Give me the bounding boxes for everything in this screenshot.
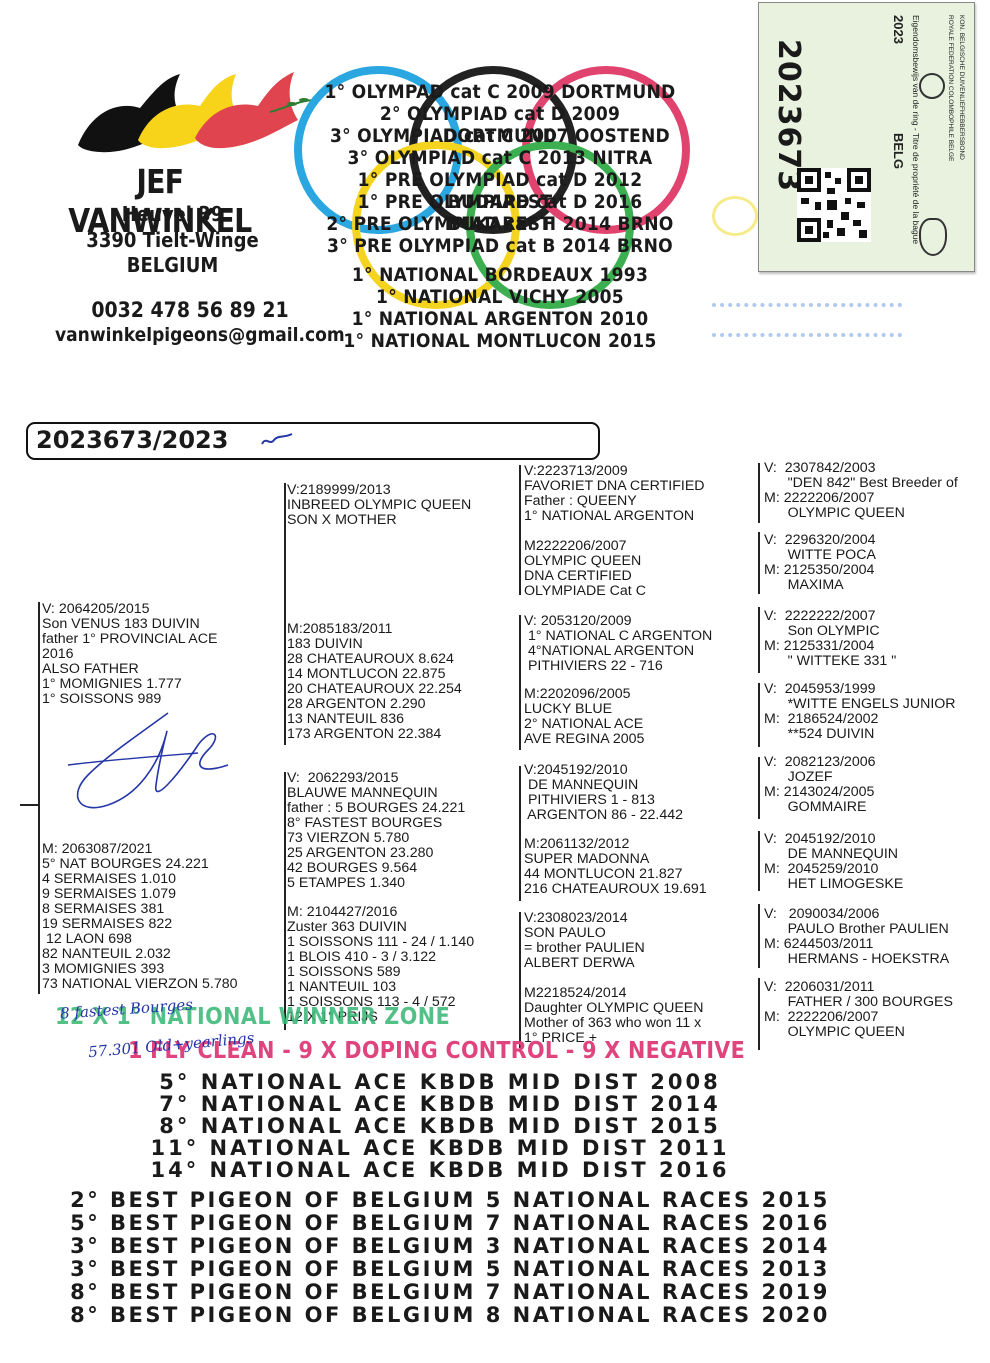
achievement-line: 1° NATIONAL ARGENTON 2010 — [351, 308, 649, 330]
handwritten-signature — [67, 712, 229, 809]
national-ace-line: 5° NATIONAL ACE KBDB MID DIST 2008 — [159, 1070, 721, 1094]
pedigree-gen4: V: 2090034/2006 PAULO Brother PAULIEN M:… — [764, 906, 950, 967]
pedigree-gen3: M:2061132/2012 SUPER MADONNA 44 MONTLUCO… — [524, 836, 707, 897]
gen4-bracket — [758, 831, 760, 891]
achievement-line: 1° PRE OLYMPIAD cat D 2012 BUDAPEST — [357, 169, 643, 213]
pedigree-gen4: V: 2307842/2003 "DEN 842" Best Breeder o… — [764, 460, 958, 521]
red-dove-icon — [195, 72, 298, 149]
pedigree-gen3: V:2045192/2010 DE MANNEQUIN PITHIVIERS 1… — [524, 762, 684, 823]
pedigree-gen2: V: 2062293/2015 BLAUWE MANNEQUIN father … — [287, 770, 466, 891]
gen4-bracket — [758, 607, 760, 673]
winner-zone-banner: 12 X 1° NATIONAL WINNER ZONE — [55, 1004, 451, 1030]
ring-caption: Eigendomsbewijs van de ring - Titre de p… — [911, 15, 921, 245]
pedigree-gen2: M:2085183/2011 183 DUIVIN 28 CHATEAUROUX… — [287, 621, 462, 742]
ring-ownership-card: 2023673 2023 BELG Eigendomsbewijs van de… — [758, 2, 975, 272]
gen2-bracket-top — [284, 483, 286, 745]
faded-stamp-dots — [712, 303, 902, 337]
qr-code-icon — [797, 168, 871, 242]
gen4-bracket — [758, 683, 760, 747]
national-ace-line: 8° NATIONAL ACE KBDB MID DIST 2015 — [159, 1114, 721, 1138]
email-address: vanwinkelpigeons@gmail.com — [55, 324, 345, 346]
best-pigeon-line: 3° BEST PIGEON OF BELGIUM 3 NATIONAL RAC… — [70, 1234, 830, 1258]
gen1-bracket — [38, 602, 40, 994]
best-pigeon-line: 5° BEST PIGEON OF BELGIUM 7 NATIONAL RAC… — [70, 1211, 830, 1235]
pedigree-gen3: M2222206/2007 OLYMPIC QUEEN DNA CERTIFIE… — [524, 538, 646, 599]
gen3-bracket — [519, 465, 521, 595]
pedigree-ring-title: 2023673/2023 — [36, 426, 229, 454]
gen3-bracket — [519, 615, 521, 750]
pedigree-gen4: V: 2082123/2006 JOZEF M: 2143024/2005 GO… — [764, 754, 876, 815]
pedigree-gen3: M:2202096/2005 LUCKY BLUE 2° NATIONAL AC… — [524, 686, 645, 747]
best-pigeon-line: 8° BEST PIGEON OF BELGIUM 7 NATIONAL RAC… — [70, 1280, 830, 1304]
pedigree-gen4: V: 2296320/2004 WITTE POCA M: 2125350/20… — [764, 532, 876, 593]
doves-logo — [78, 72, 317, 153]
pedigree-gen3: V: 2053120/2009 1° NATIONAL C ARGENTON 4… — [524, 613, 713, 674]
gen2-bracket-bottom — [284, 772, 286, 1030]
pedigree-gen2: M: 2104427/2016 Zuster 363 DUIVIN 1 SOIS… — [287, 904, 475, 1025]
root-stub-line — [20, 804, 38, 806]
ring-federation-fr: ROYALE FEDERATION COLOMBOPHILE BELGE — [947, 15, 954, 162]
pedigree-gen4: V: 2045192/2010 DE MANNEQUIN M: 2045259/… — [764, 831, 904, 892]
pedigree-title-box: 2023673/2023 — [26, 422, 600, 460]
national-ace-line: 11° NATIONAL ACE KBDB MID DIST 2011 — [150, 1136, 730, 1160]
gen3-bracket — [519, 766, 521, 901]
best-pigeon-line: 8° BEST PIGEON OF BELGIUM 8 NATIONAL RAC… — [70, 1303, 830, 1327]
gen4-bracket — [758, 757, 760, 819]
ring-federation-nl: KON. BELGISCHE DUIVENLIEFHEBBERSBOND — [958, 15, 965, 160]
achievement-line: 1° OLYMPAD cat C 2009 DORTMUND — [324, 81, 676, 103]
achievement-line: 2° PRE OLYMPIAD cat H 2014 BRNO — [326, 213, 674, 235]
achievement-line: 3° PRE OLYMPIAD cat B 2014 BRNO — [327, 235, 673, 257]
national-ace-line: 7° NATIONAL ACE KBDB MID DIST 2014 — [159, 1092, 721, 1116]
national-ace-line: 14° NATIONAL ACE KBDB MID DIST 2016 — [150, 1158, 730, 1182]
achievement-line: 2° OLYMPIAD cat D 2009 DORTMUND — [379, 103, 621, 147]
olympic-rings-graphic — [294, 66, 690, 309]
achievement-line: 3° OLYMPIAD cat C 2007 OOSTEND — [329, 125, 671, 147]
pedigree-gen3: V:2223713/2009 FAVORIET DNA CERTIFIED Fa… — [524, 463, 705, 524]
best-pigeon-line: 3° BEST PIGEON OF BELGIUM 5 NATIONAL RAC… — [70, 1257, 830, 1281]
achievement-line: 1° NATIONAL VICHY 2005 — [376, 286, 624, 308]
address-city: 3390 Tielt-Winge — [86, 228, 259, 252]
pedigree-gen3: M2218524/2014 Daughter OLYMPIC QUEEN Mot… — [524, 985, 704, 1046]
pedigree-sire: V: 2064205/2015 Son VENUS 183 DUIVIN fat… — [42, 601, 218, 707]
pedigree-gen2: V:2189999/2013 INBREED OLYMPIC QUEEN SON… — [287, 482, 472, 528]
faded-stamp-mark — [712, 196, 758, 236]
pedigree-gen4: V: 2206031/2011 FATHER / 300 BOURGES M: … — [764, 979, 953, 1040]
gen4-bracket — [758, 978, 760, 1050]
gen4-bracket — [758, 463, 760, 523]
address-street: Heuvel 39 — [121, 202, 224, 226]
address-country: BELGIUM — [126, 253, 219, 277]
pedigree-gen4: V: 2222222/2007 Son OLYMPIC M: 2125331/2… — [764, 608, 897, 669]
ring-year: 2023 — [891, 15, 906, 44]
pigeon-emblem-icon — [919, 218, 947, 256]
gen4-bracket — [758, 532, 760, 594]
ring-number: 2023673 — [771, 39, 806, 193]
gen4-bracket — [758, 904, 760, 968]
doping-control-banner: 1 FLY CLEAN - 9 X DOPING CONTROL - 9 X N… — [128, 1038, 746, 1064]
breeder-name: JEF VANWINKEL — [68, 162, 252, 240]
best-pigeon-line: 2° BEST PIGEON OF BELGIUM 5 NATIONAL RAC… — [70, 1188, 830, 1212]
phone-number: 0032 478 56 89 21 — [91, 298, 289, 322]
federation-seal-icon — [919, 73, 945, 99]
gen3-bracket — [519, 912, 521, 1048]
ring-country: BELG — [891, 133, 906, 170]
pedigree-gen4: V: 2045953/1999 *WITTE ENGELS JUNIOR M: … — [764, 681, 956, 742]
pedigree-gen3: V:2308023/2014 SON PAULO = brother PAULI… — [524, 910, 645, 971]
achievement-line: 1° NATIONAL BORDEAUX 1993 — [351, 264, 649, 286]
achievement-line: 1° PRE OLYMPIAD cat D 2016 BUKAREST — [357, 191, 643, 235]
achievement-line: 1° NATIONAL MONTLUCON 2015 — [343, 330, 657, 352]
pen-mark-icon — [261, 433, 293, 445]
pedigree-dam: M: 2063087/2021 5° NAT BOURGES 24.221 4 … — [42, 841, 238, 992]
achievement-line: 3° OLYMPIAD cat C 2013 NITRA — [347, 147, 653, 169]
